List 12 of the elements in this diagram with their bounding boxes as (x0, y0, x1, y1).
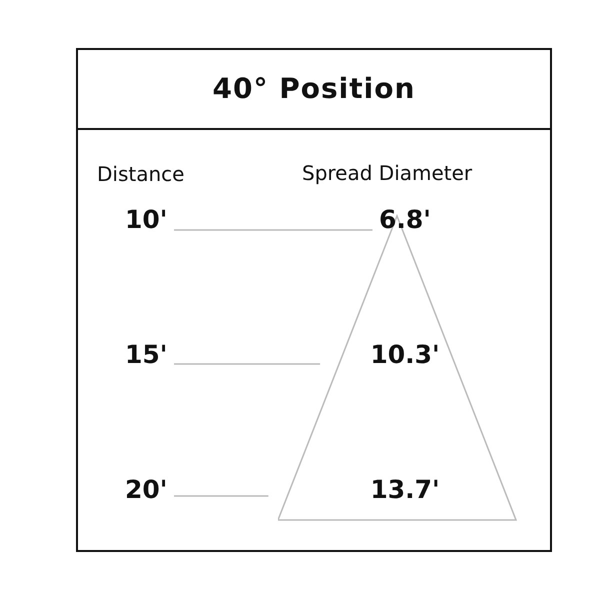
distance-value: 15' (125, 340, 168, 369)
column-heading: Spread Diameter (302, 161, 472, 185)
distance-value: 10' (125, 205, 168, 234)
spread-value: 10.3' (370, 340, 440, 369)
leader-line (174, 229, 373, 231)
leader-line (174, 495, 268, 497)
spread-value: 6.8' (379, 205, 431, 234)
distance-value: 20' (125, 475, 168, 504)
spread-value: 13.7' (370, 475, 440, 504)
column-heading: Distance (97, 162, 184, 186)
leader-line (174, 363, 320, 365)
title: 40° Position (212, 72, 416, 104)
